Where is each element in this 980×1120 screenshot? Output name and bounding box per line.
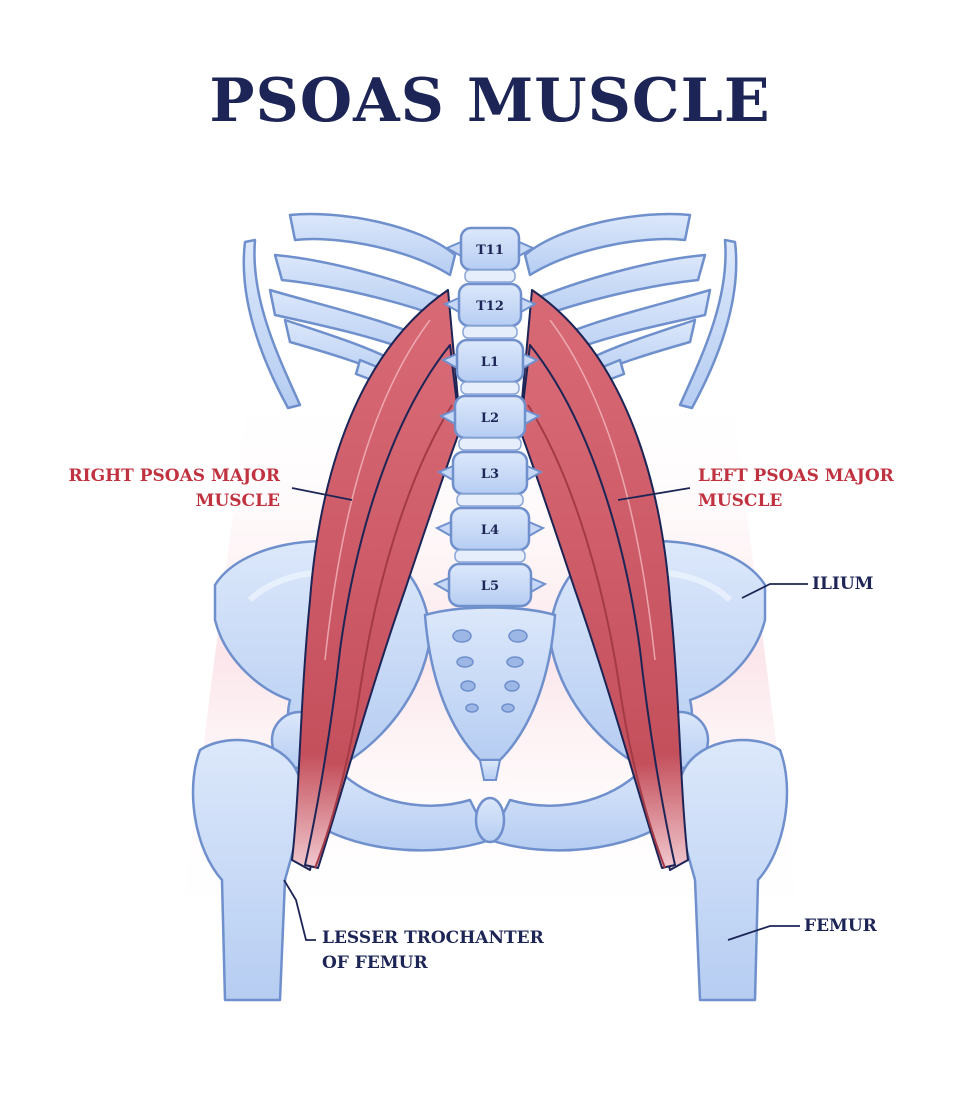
- ilium-leader-line: [741, 583, 808, 599]
- right-psoas-label-line2: MUSCLE: [195, 491, 280, 511]
- vertebra-label-t11: T11: [476, 243, 504, 258]
- vertebra-label-l4: L4: [481, 523, 499, 538]
- left-psoas-major-muscle: [519, 289, 689, 871]
- right-psoas-major-muscle: [291, 289, 461, 871]
- intervertebral-disc: [458, 437, 522, 451]
- vertebra-label-l5: L5: [481, 579, 499, 594]
- vertebra-l5: [447, 562, 533, 608]
- ilium-label: ILIUM: [812, 574, 874, 594]
- vertebra-label-l1: L1: [481, 355, 499, 370]
- lesser-trochanter-label: LESSER TROCHANTER OF FEMUR: [322, 926, 544, 976]
- left-psoas-label-line1: LEFT PSOAS MAJOR: [698, 466, 894, 486]
- sacrum: [423, 606, 557, 781]
- page-title: PSOAS MUSCLE: [209, 66, 771, 136]
- left-psoas-label-line2: MUSCLE: [698, 491, 783, 511]
- intervertebral-disc: [462, 325, 518, 339]
- femur-leader-line: [727, 925, 800, 941]
- intervertebral-disc: [460, 381, 520, 395]
- vertebra-label-l2: L2: [481, 411, 499, 426]
- right-psoas-label: RIGHT PSOAS MAJOR MUSCLE: [40, 464, 280, 514]
- right-psoas-label-line1: RIGHT PSOAS MAJOR: [68, 466, 280, 486]
- vertebra-label-l3: L3: [481, 467, 499, 482]
- lesser-trochanter-label-line2: OF FEMUR: [322, 953, 428, 973]
- intervertebral-disc: [464, 269, 516, 283]
- right-psoas-leader-line: [291, 487, 353, 501]
- left-psoas-leader-line: [617, 487, 691, 501]
- vertebra-label-t12: T12: [476, 299, 504, 314]
- intervertebral-disc: [456, 493, 524, 507]
- left-psoas-label: LEFT PSOAS MAJOR MUSCLE: [698, 464, 894, 514]
- intervertebral-disc: [454, 549, 526, 563]
- lesser-trochanter-leader-line: [283, 879, 316, 941]
- lesser-trochanter-label-line1: LESSER TROCHANTER: [322, 928, 544, 948]
- femur-label: FEMUR: [804, 916, 877, 936]
